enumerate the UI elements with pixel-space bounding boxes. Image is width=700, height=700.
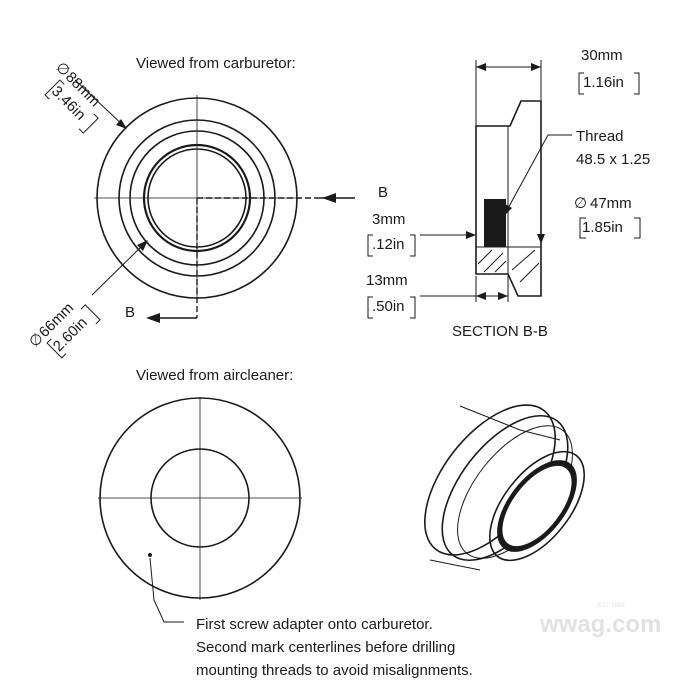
d88-arrow bbox=[116, 119, 127, 129]
bore-edge bbox=[501, 464, 573, 548]
thread-arrow bbox=[504, 204, 512, 216]
d66-leader bbox=[91, 241, 147, 296]
spigot-outer bbox=[488, 450, 586, 562]
section-arrow-b2-head bbox=[322, 193, 336, 203]
note-line-3: mounting threads to avoid misalignments. bbox=[196, 662, 473, 679]
iso-bottom-silhouette bbox=[429, 559, 481, 571]
dim30-in: 1.16in bbox=[583, 74, 624, 91]
dim30-mm: 30mm bbox=[581, 47, 623, 64]
dim47-bracket-left bbox=[579, 217, 586, 239]
dim30-bracket-right bbox=[634, 72, 640, 95]
d88-bracket-left bbox=[44, 79, 65, 100]
instruction-note: First screw adapter onto carburetor. Sec… bbox=[196, 616, 473, 679]
dim13-arrow-right bbox=[498, 292, 508, 300]
note-line-1: First screw adapter onto carburetor. bbox=[196, 616, 433, 633]
watermark-est: EST 1999 bbox=[598, 603, 625, 609]
dim3-bracket-right bbox=[410, 234, 416, 257]
dim47-bracket-right bbox=[634, 217, 641, 239]
isometric-view bbox=[424, 404, 586, 571]
dim30-arrow-left bbox=[476, 63, 486, 71]
d88-leader bbox=[74, 79, 127, 129]
d66-bracket-right bbox=[80, 304, 101, 325]
section-view: 30mm 1.16in Thread 48.5 x 1.25 ∅ 47mm 1.… bbox=[366, 47, 650, 340]
d88-bracket-right bbox=[78, 113, 99, 134]
section-mark-b2: B bbox=[378, 184, 388, 201]
dim3-arrow bbox=[466, 231, 476, 239]
iso-top-silhouette bbox=[459, 405, 521, 431]
note-leader bbox=[149, 557, 184, 623]
thread-spec: 48.5 x 1.25 bbox=[576, 151, 650, 168]
dim13-bracket-left bbox=[367, 296, 373, 319]
carburetor-view: Viewed from carburetor: B B ∅ 88mm 3.46i… bbox=[26, 55, 388, 359]
dim13-arrow-left bbox=[476, 292, 486, 300]
d66-label: ∅ 66mm 2.60in bbox=[26, 299, 101, 359]
d88-label: ∅ 88mm 3.46in bbox=[44, 59, 104, 134]
dim47-symbol: ∅ bbox=[574, 195, 587, 212]
watermark: EST 1999 wwag.com bbox=[539, 603, 661, 638]
bore-opening bbox=[501, 465, 573, 547]
dim47-in: 1.85in bbox=[582, 219, 623, 236]
d66-bracket-left bbox=[46, 338, 67, 359]
section-hatching bbox=[477, 249, 540, 283]
d66-arrow bbox=[137, 240, 148, 251]
section-title: SECTION B-B bbox=[452, 323, 548, 340]
dim3-in: .12in bbox=[372, 236, 405, 253]
dim30-arrow-right bbox=[531, 63, 541, 71]
thread-block bbox=[484, 199, 506, 247]
dim3-bracket-left bbox=[367, 234, 373, 257]
dim13-mm: 13mm bbox=[366, 272, 408, 289]
thread-label: Thread bbox=[576, 128, 624, 145]
aircleaner-view-title: Viewed from aircleaner: bbox=[136, 367, 293, 384]
section-arrow-b1-head bbox=[146, 313, 160, 323]
watermark-text: wwag.com bbox=[539, 611, 661, 638]
section-profile bbox=[475, 100, 542, 297]
dim47-mm: 47mm bbox=[590, 195, 632, 212]
section-mark-b1: B bbox=[125, 304, 135, 321]
dim47-arrow bbox=[537, 234, 545, 244]
note-line-2: Second mark centerlines before drilling bbox=[196, 639, 455, 656]
screw-mark-dot bbox=[148, 553, 152, 557]
dim13-bracket-right bbox=[410, 296, 416, 319]
iso-top-silhouette-2 bbox=[519, 429, 561, 441]
aircleaner-view: Viewed from aircleaner: bbox=[98, 367, 302, 623]
dim30-bracket-left bbox=[578, 72, 584, 95]
dim13-in: .50in bbox=[372, 298, 405, 315]
dim3-mm: 3mm bbox=[372, 211, 405, 228]
carburetor-view-title: Viewed from carburetor: bbox=[136, 55, 296, 72]
